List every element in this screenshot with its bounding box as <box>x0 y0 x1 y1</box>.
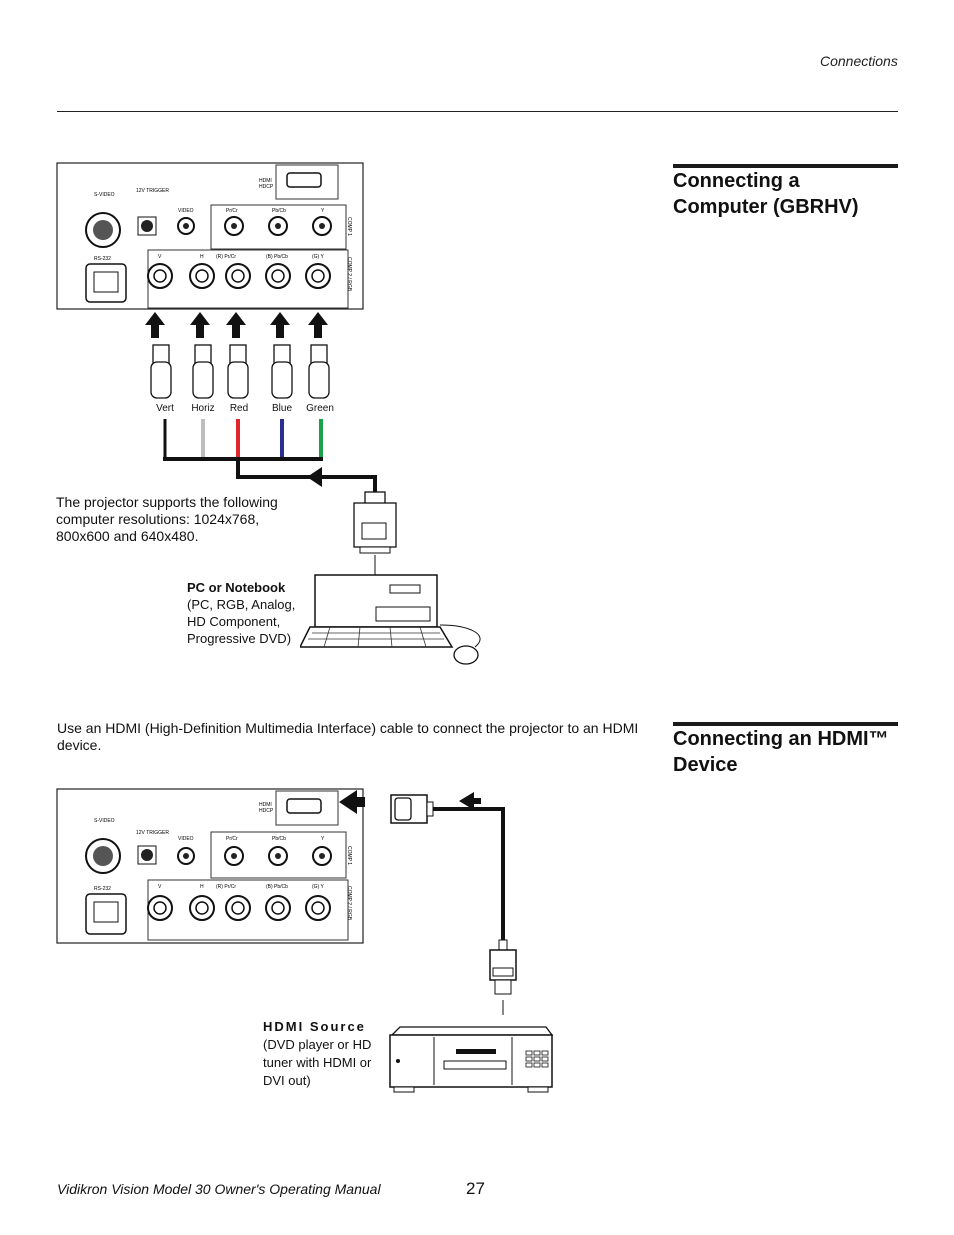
cable-label-vert: Vert <box>156 403 174 414</box>
svg-text:HDMI: HDMI <box>259 802 272 808</box>
heading-bar <box>673 722 898 726</box>
svg-text:COMP 1: COMP 1 <box>346 846 352 865</box>
hdmi-source-desc: (DVD player or HD tuner with HDMI or DVI… <box>263 1037 372 1088</box>
projector-panel-diagram: HDMI HDCP S-VIDEO 12V TRIGGER VIDEO Pr/C… <box>56 162 364 310</box>
heading-bar <box>673 164 898 168</box>
hdmi-intro: Use an HDMI (High-Definition Multimedia … <box>57 720 639 753</box>
resolution-note: The projector supports the following com… <box>56 494 278 544</box>
svg-text:Y: Y <box>321 208 325 214</box>
pc-device-label: PC or Notebook (PC, RGB, Analog, HD Comp… <box>187 579 299 647</box>
section-heading-computer: Connecting a Computer (GBRHV) <box>673 168 859 220</box>
svg-text:HDCP: HDCP <box>259 808 274 814</box>
cable-label-horiz: Horiz <box>191 403 215 414</box>
cable-label-red: Red <box>229 403 249 414</box>
svg-text:H: H <box>200 254 204 260</box>
hdmi-source-title: HDMI Source <box>263 1019 366 1034</box>
svg-text:V: V <box>158 254 162 260</box>
svg-text:(R) Pr/Cr: (R) Pr/Cr <box>216 254 236 260</box>
svg-text:Y: Y <box>321 836 325 842</box>
hdmi-port <box>286 798 322 814</box>
svg-text:(G) Y: (G) Y <box>312 254 325 260</box>
svg-text:(B) Pb/Cb: (B) Pb/Cb <box>266 884 288 890</box>
svg-text:Pb/Cb: Pb/Cb <box>272 836 286 842</box>
heading-line: Connecting an HDMI™ <box>673 728 889 750</box>
hdcp-label: HDCP <box>259 184 274 190</box>
svg-text:Pr/Cr: Pr/Cr <box>226 836 238 842</box>
trigger-label: 12V TRIGGER <box>136 188 169 194</box>
pc-device-desc: (PC, RGB, Analog, HD Component, Progress… <box>187 597 296 646</box>
svg-text:RS-232: RS-232 <box>94 886 111 892</box>
svg-text:Pb/Cb: Pb/Cb <box>272 208 286 214</box>
dvd-player-graphic <box>389 1026 554 1093</box>
cable-label-blue: Blue <box>271 403 292 414</box>
svg-text:S-VIDEO: S-VIDEO <box>94 818 115 824</box>
svg-text:V: V <box>158 884 162 890</box>
header-rule <box>57 111 898 112</box>
hdmi-label: HDMI <box>259 178 272 184</box>
projector-panel-diagram: HDMI HDCP S-VIDEO 12V TRIGGER VIDEO Pr/C… <box>56 788 364 944</box>
section-label: Connections <box>820 53 898 69</box>
svg-text:H: H <box>200 884 204 890</box>
svg-text:COMP 1: COMP 1 <box>346 217 352 236</box>
hdmi-port <box>286 172 322 188</box>
pc-device-title: PC or Notebook <box>187 580 286 595</box>
bnc-connectors <box>145 312 330 399</box>
cable-label-green: Green <box>306 403 334 414</box>
manual-title: Vidikron Vision Model 30 Owner's Operati… <box>57 1181 381 1197</box>
svg-text:Pr/Cr: Pr/Cr <box>226 208 238 214</box>
heading-line: Connecting a <box>673 170 800 192</box>
svg-text:12V TRIGGER: 12V TRIGGER <box>136 830 169 836</box>
hdmi-cable <box>339 790 517 1015</box>
hdmi-source-label: HDMI Source (DVD player or HD tuner with… <box>263 1018 383 1090</box>
svg-text:(R) Pr/Cr: (R) Pr/Cr <box>216 884 236 890</box>
svg-text:(B) Pb/Cb: (B) Pb/Cb <box>266 254 288 260</box>
page-number: 27 <box>466 1179 485 1198</box>
video-label: VIDEO <box>178 208 194 214</box>
heading-line: Computer (GBRHV) <box>673 196 859 218</box>
svg-text:RS-232: RS-232 <box>94 256 111 262</box>
section-heading-hdmi: Connecting an HDMI™ Device <box>673 726 889 778</box>
svg-text:COMP 2 / RGB: COMP 2 / RGB <box>346 257 352 292</box>
svideo-label: S-VIDEO <box>94 192 115 198</box>
vga-cable-wiring <box>163 419 397 554</box>
svg-text:VIDEO: VIDEO <box>178 836 194 842</box>
pc-notebook-graphic <box>300 555 481 665</box>
heading-line: Device <box>673 754 738 776</box>
svg-text:(G) Y: (G) Y <box>312 884 325 890</box>
svg-text:COMP 2 / RGB: COMP 2 / RGB <box>346 886 352 921</box>
